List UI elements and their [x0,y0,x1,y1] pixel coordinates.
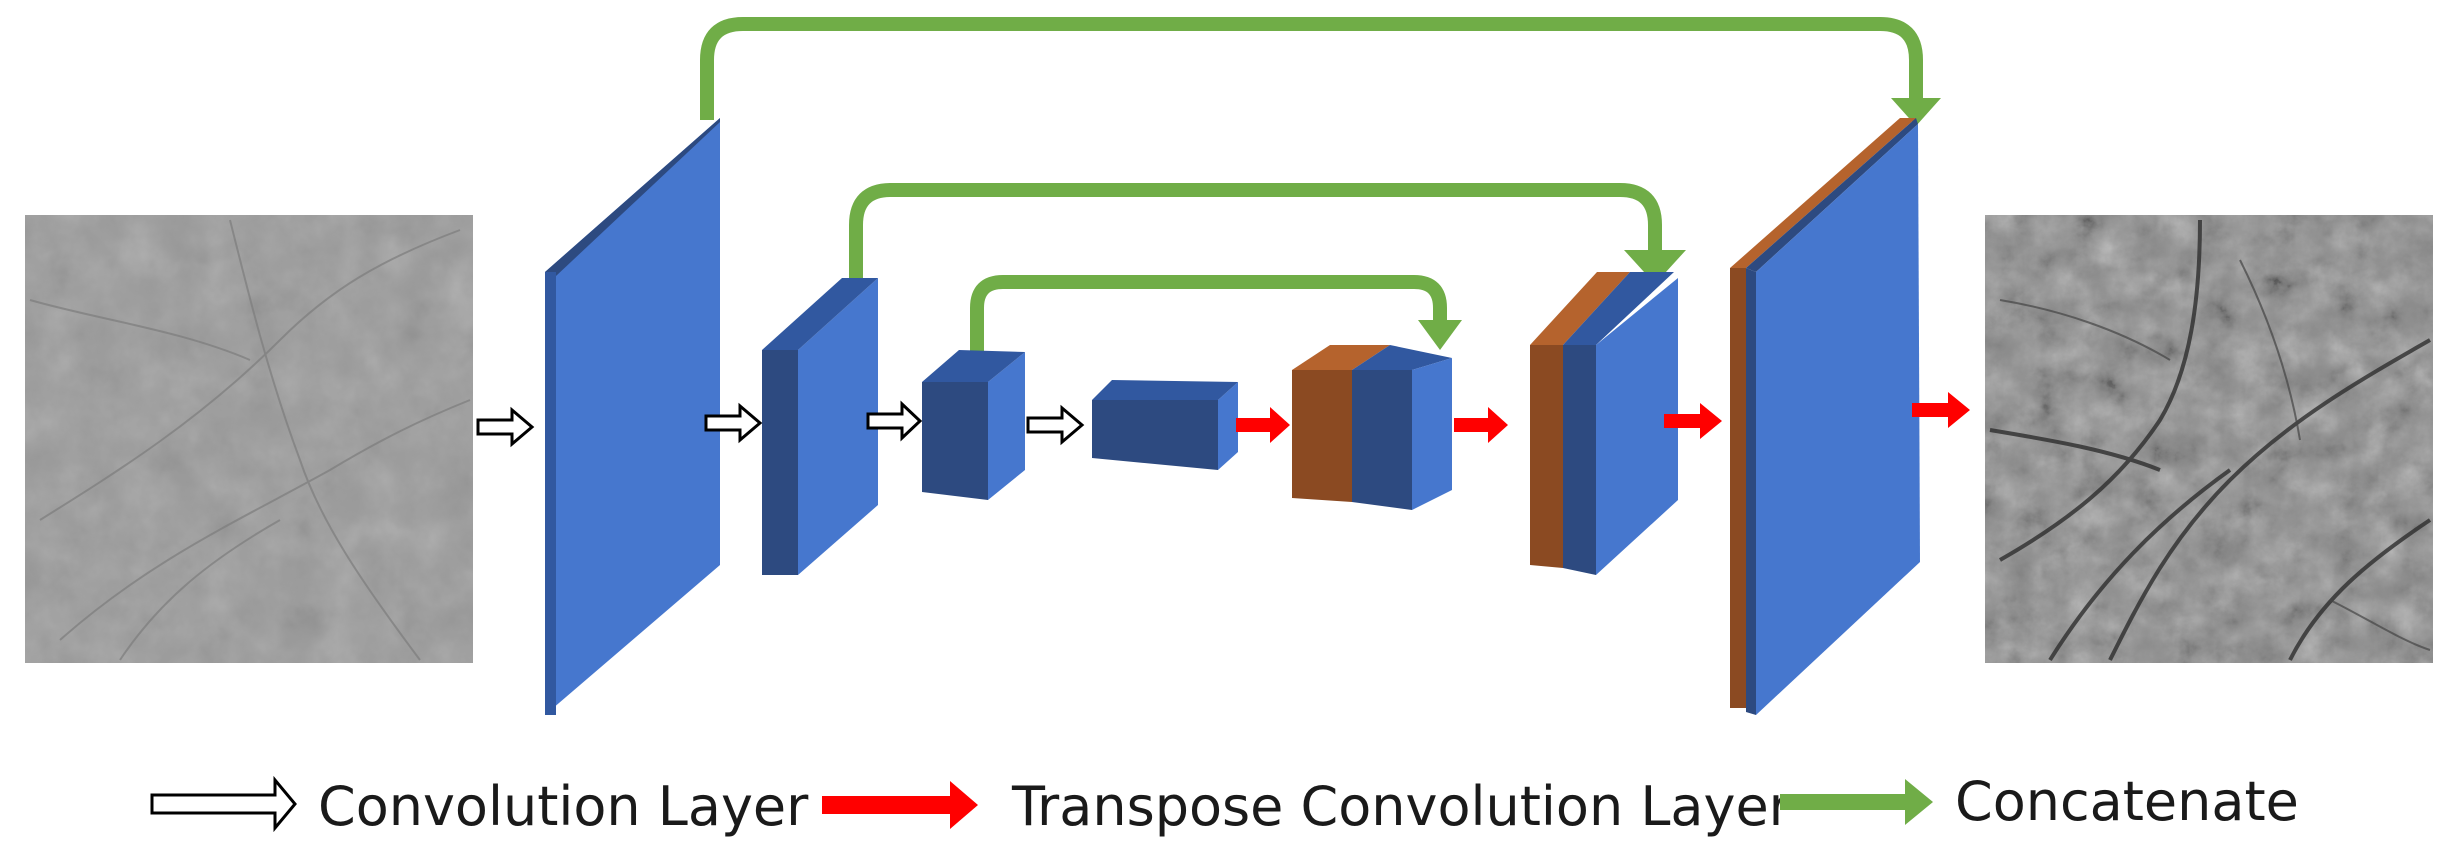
decoder-block-3 [1730,118,1920,715]
encoder-block-2 [762,278,878,575]
decoder-block-1 [1292,345,1452,510]
conv-arrow-3 [866,400,923,442]
legend-concat-arrow-icon [1780,779,1933,825]
tconv-arrow-3 [1664,403,1722,439]
input-image [25,215,473,663]
concat-arrowhead-inner [1418,320,1462,350]
legend-conv-arrow-icon [150,775,297,833]
conv-arrows [476,400,1085,448]
concat-arrowhead-middle [1624,250,1686,284]
concat-arrows [700,17,1923,355]
encoder-block-1 [545,118,720,715]
bottleneck-block [1092,380,1238,470]
decoder-block-2 [1530,272,1678,575]
legend-concat-label: Concatenate [1955,770,2299,833]
transpose-arrows [1236,392,1970,443]
legend-tconv-label: Transpose Convolution Layer [1011,775,1792,838]
concat-arrow-middle [849,183,1662,290]
concat-arrow-inner [970,275,1447,355]
encoder-block-3 [922,350,1025,500]
concat-arrowhead-outer [1891,98,1941,126]
output-image [1985,215,2433,663]
tconv-arrow-4 [1912,392,1970,428]
legend-conv-label: Convolution Layer [318,775,809,838]
concat-arrow-outer [700,17,1923,120]
legend: Convolution Layer Transpose Convolution … [150,770,2299,838]
conv-arrow-2 [704,402,763,444]
conv-arrow-1 [476,406,535,448]
tconv-arrow-2 [1454,407,1508,443]
conv-arrow-4 [1026,404,1085,446]
legend-tconv-arrow-icon [822,781,978,829]
tconv-arrow-1 [1236,407,1290,443]
